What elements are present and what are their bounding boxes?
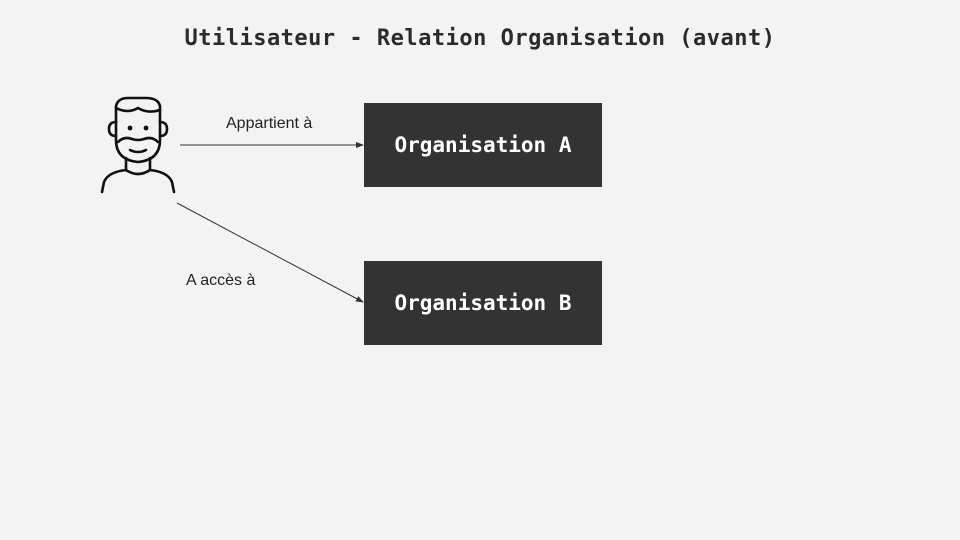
user-icon xyxy=(100,96,176,194)
node-organisation-b: Organisation B xyxy=(364,261,602,345)
edge-label-has-access: A accès à xyxy=(186,272,256,289)
diagram-title: Utilisateur - Relation Organisation (ava… xyxy=(184,26,776,51)
node-organisation-a-label: Organisation A xyxy=(394,133,572,157)
arrow-user-to-org-b xyxy=(176,202,364,303)
edge-label-belongs-to: Appartient à xyxy=(226,115,313,132)
node-organisation-b-label: Organisation B xyxy=(394,291,572,315)
node-organisation-a: Organisation A xyxy=(364,103,602,187)
